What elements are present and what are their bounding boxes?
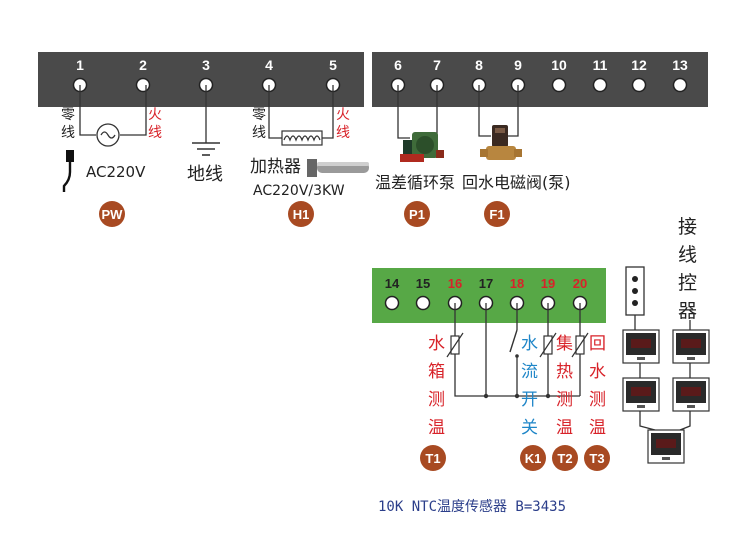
bottom-terminal-group: 14 15 16 17 18 19 20 xyxy=(384,276,588,311)
return-sensor-label: 回水测温 xyxy=(589,334,606,438)
heater-spec: AC220V/3KW xyxy=(253,183,345,199)
badge-f1: F1 xyxy=(484,201,510,227)
sensor-terminal-strip xyxy=(372,268,606,323)
power-wiring: AC220V xyxy=(62,85,147,192)
svg-text:P1: P1 xyxy=(409,207,425,222)
bottom-terminal-number: 15 xyxy=(416,276,430,291)
controller-display-icon xyxy=(672,329,710,364)
pump-icon xyxy=(400,132,444,162)
pump-label: 温差循环泵 xyxy=(375,173,455,192)
terminal-screw-icon xyxy=(384,295,400,311)
collector-sensor-label: 集热测温 xyxy=(556,334,573,438)
bottom-terminal-number: 19 xyxy=(541,276,555,291)
bottom-terminal-number: 18 xyxy=(510,276,524,291)
controller-connector-icon xyxy=(625,266,645,316)
top-terminal-number: 9 xyxy=(514,57,522,73)
terminal-screw-icon xyxy=(135,77,151,93)
power-live-label: 火线 xyxy=(148,107,162,141)
top-terminal-number: 7 xyxy=(433,57,441,73)
top-terminal-number: 6 xyxy=(394,57,402,73)
svg-text:T3: T3 xyxy=(589,451,604,466)
badge-t1: T1 xyxy=(420,445,446,471)
ground-icon xyxy=(192,85,220,156)
bottom-terminal-number: 14 xyxy=(385,276,400,291)
controller-label: 接线控器 xyxy=(678,216,697,322)
badge-pw: PW xyxy=(99,201,125,227)
top-terminal-number: 10 xyxy=(551,57,567,73)
top-terminal-number: 8 xyxy=(475,57,483,73)
flow-switch-label: 水流开关 xyxy=(521,334,538,438)
heater-element-icon xyxy=(307,159,369,177)
bottom-terminal-number: 17 xyxy=(479,276,493,291)
svg-text:H1: H1 xyxy=(293,207,310,222)
thermistor-t1-icon xyxy=(446,332,464,358)
badge-h1: H1 xyxy=(288,201,314,227)
top-terminal-number: 11 xyxy=(593,57,608,73)
controller-units xyxy=(622,329,710,464)
bottom-terminal-number: 16 xyxy=(448,276,462,291)
solenoid-valve-icon xyxy=(480,125,522,160)
tank-sensor-label: 水箱测温 xyxy=(428,334,445,438)
svg-text:T2: T2 xyxy=(557,451,572,466)
top-terminal-number: 5 xyxy=(329,57,337,73)
controller-display-icon xyxy=(622,329,660,364)
ground-label: 地线 xyxy=(187,164,223,185)
sensor-wiring xyxy=(454,303,581,399)
top-terminal-number: 12 xyxy=(631,57,647,73)
top-terminal-number: 13 xyxy=(672,57,688,73)
sensor-note: 10K NTC温度传感器 B=3435 xyxy=(378,498,566,515)
svg-text:F1: F1 xyxy=(489,207,504,222)
power-voltage: AC220V xyxy=(86,163,146,181)
badge-t3: T3 xyxy=(584,445,610,471)
top-terminal-number: 4 xyxy=(265,57,273,73)
svg-text:K1: K1 xyxy=(525,451,542,466)
controller-display-icon xyxy=(647,429,685,464)
bottom-terminal-number: 20 xyxy=(573,276,587,291)
valve-label: 回水电磁阀(泵) xyxy=(462,173,571,192)
top-terminal-number: 1 xyxy=(76,57,84,73)
terminal-strip-right xyxy=(372,52,708,107)
svg-text:T1: T1 xyxy=(425,451,440,466)
power-neutral-label: 零线 xyxy=(61,107,75,141)
terminal-screw-icon xyxy=(415,295,431,311)
plug-icon xyxy=(66,150,74,162)
svg-text:PW: PW xyxy=(102,207,124,222)
terminal-screw-icon xyxy=(551,77,567,93)
terminal-screw-icon xyxy=(592,77,608,93)
badge-p1: P1 xyxy=(404,201,430,227)
heater-label: 加热器 xyxy=(250,157,301,177)
valve-wiring xyxy=(478,85,519,137)
thermistor-t3-icon xyxy=(571,332,589,358)
top-terminal-number: 2 xyxy=(139,57,147,73)
heater-wiring xyxy=(268,85,334,146)
flow-switch-k1-icon xyxy=(509,329,519,358)
heater-live-label: 火线 xyxy=(336,107,350,141)
controller-display-icon xyxy=(672,377,710,412)
terminal-strip-left xyxy=(38,52,364,107)
thermistor-t2-icon xyxy=(539,332,557,358)
top-terminal-number: 3 xyxy=(202,57,210,73)
heater-neutral-label: 零线 xyxy=(252,107,266,141)
badge-k1: K1 xyxy=(520,445,546,471)
terminal-screw-icon xyxy=(672,77,688,93)
controller-display-icon xyxy=(622,377,660,412)
terminal-screw-icon xyxy=(631,77,647,93)
badge-t2: T2 xyxy=(552,445,578,471)
